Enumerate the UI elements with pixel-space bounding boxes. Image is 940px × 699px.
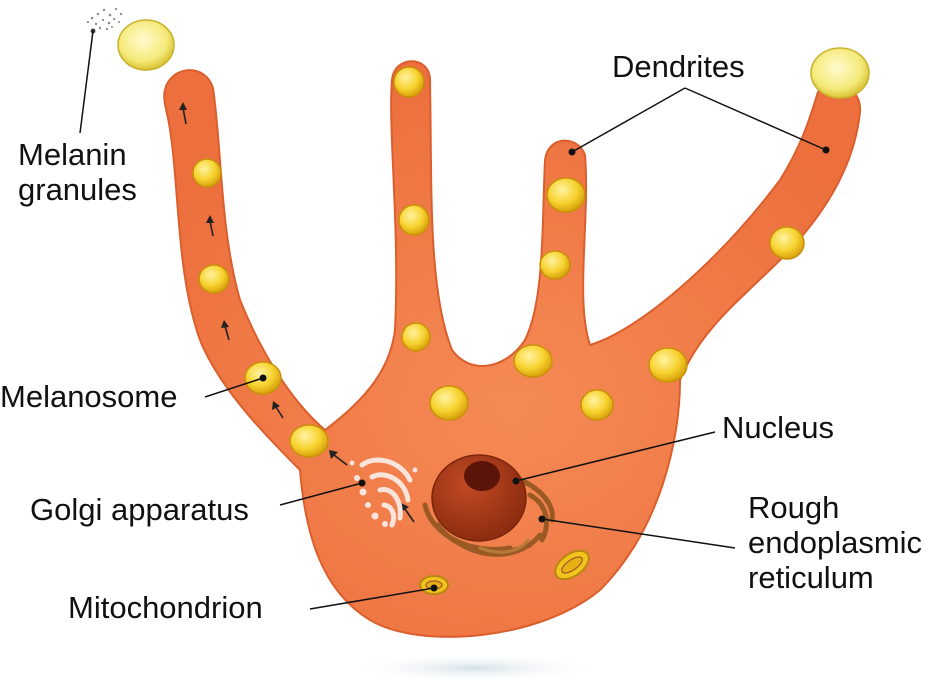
label-dendrites: Dendrites [612, 49, 745, 84]
nucleus [431, 454, 527, 542]
melanosome [393, 66, 425, 98]
melanin-granules-dust [86, 7, 123, 34]
label-rer-line2: endoplasmic [748, 525, 922, 560]
melanosome [401, 322, 431, 352]
leader-lines [79, 30, 830, 610]
golgi-apparatus [349, 457, 418, 528]
melanosome [546, 177, 586, 213]
melanosome [429, 385, 469, 421]
label-mitochondrion: Mitochondrion [68, 590, 263, 625]
melanosome [648, 347, 688, 383]
label-melanin-line1: Melanin [18, 137, 127, 172]
melanosome [513, 344, 553, 378]
label-rer-line1: Rough [748, 490, 839, 525]
label-rer-line3: reticulum [748, 560, 874, 595]
melanosome [539, 250, 571, 280]
cell-body [163, 60, 862, 638]
released-melanosome [117, 19, 870, 99]
melanosomes [192, 66, 805, 458]
melanosome [580, 389, 614, 421]
label-golgi-apparatus: Golgi apparatus [30, 492, 249, 527]
melanosome [289, 424, 329, 458]
transport-arrows [179, 102, 415, 523]
nucleolus [464, 461, 500, 491]
label-nucleus: Nucleus [722, 410, 834, 445]
label-melanosome: Melanosome [0, 379, 177, 414]
melanosome [398, 204, 430, 236]
melanosome [769, 226, 805, 260]
rough-endoplasmic-reticulum [422, 477, 555, 557]
ground-shadow [345, 654, 605, 682]
melanosome [192, 158, 222, 188]
melanosome [198, 264, 230, 294]
label-melanin-line2: granules [18, 172, 137, 207]
